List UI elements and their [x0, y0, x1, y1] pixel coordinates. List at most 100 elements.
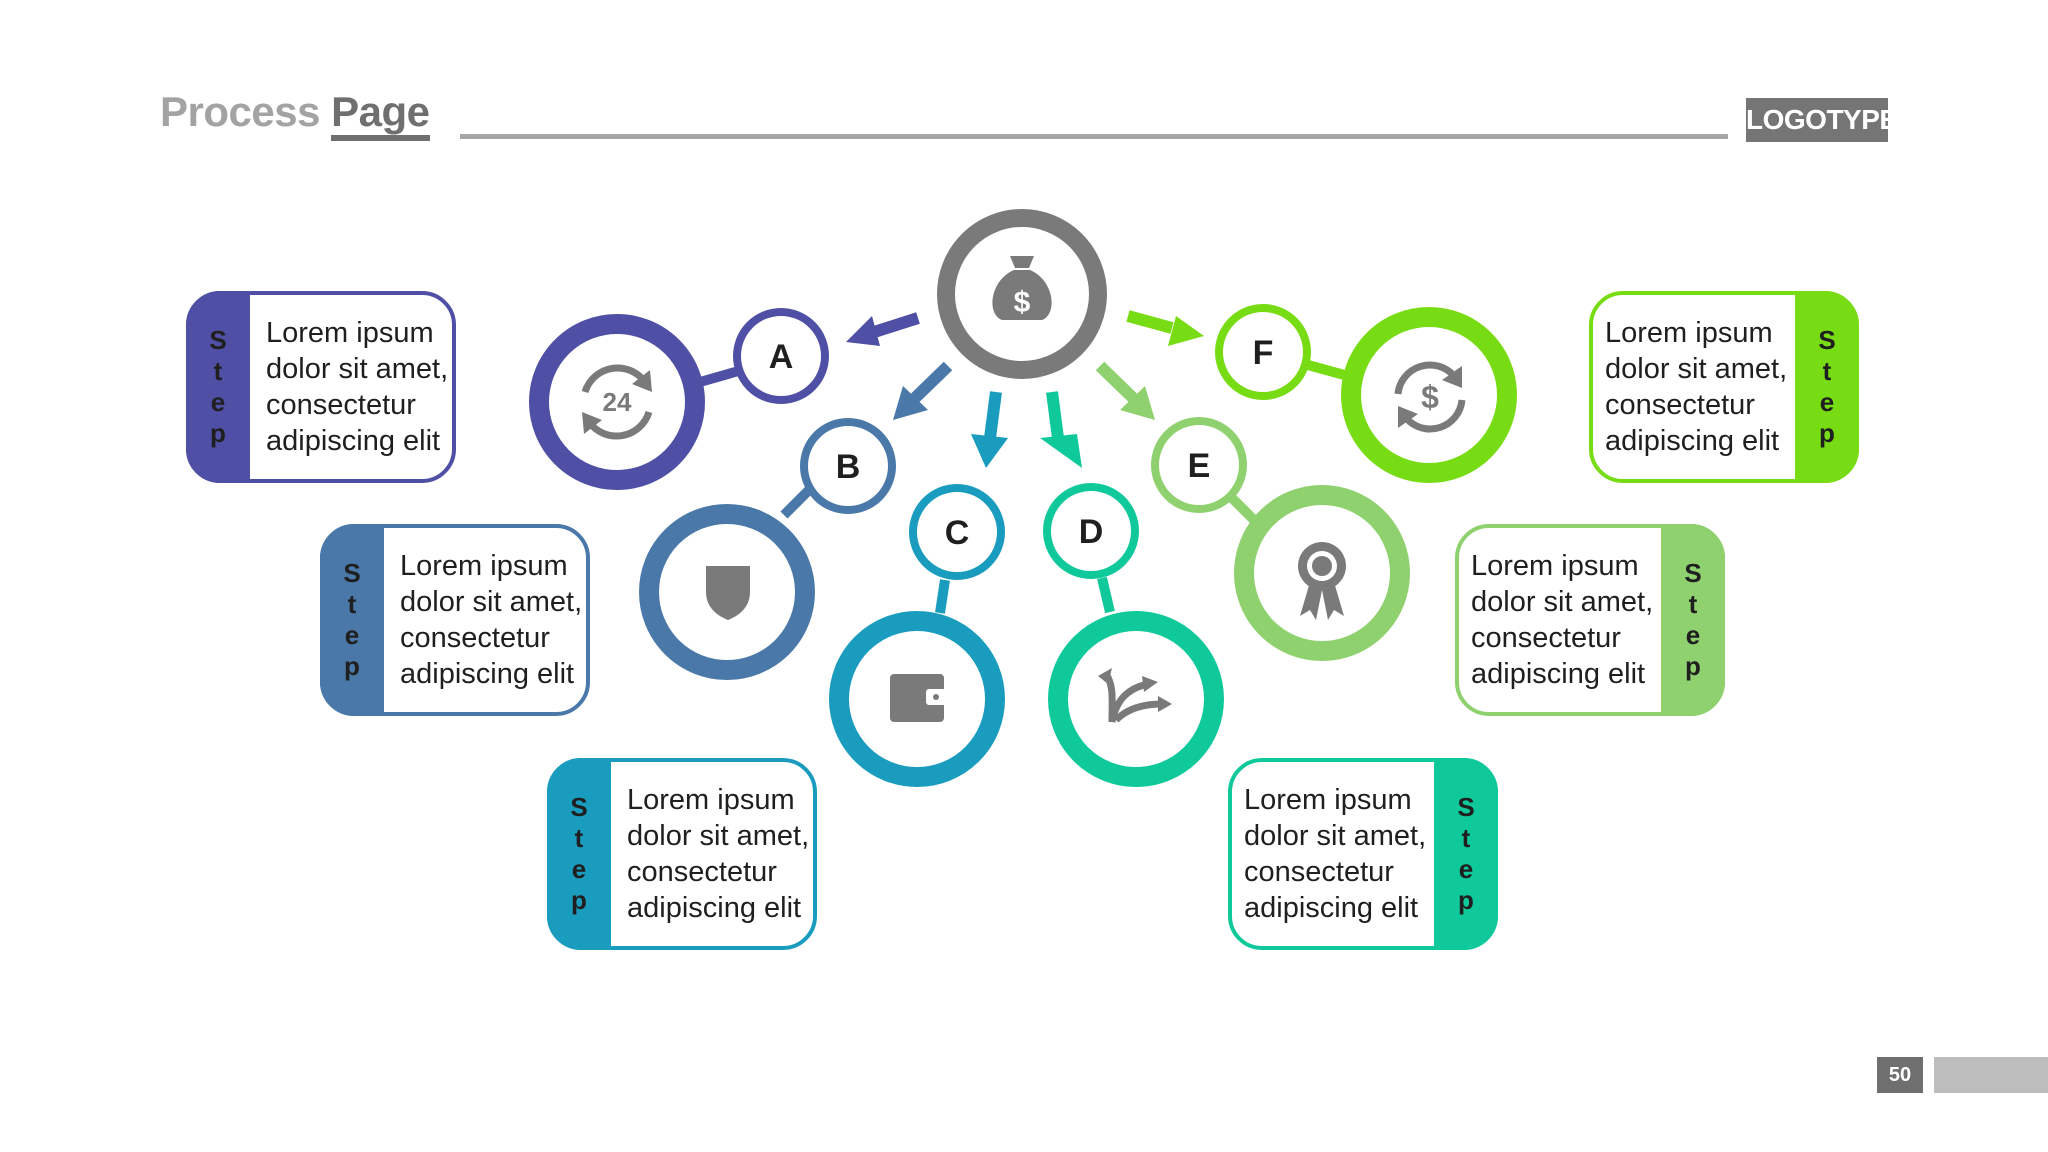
description-line: adipiscing elit — [627, 892, 802, 924]
arrow-to-c — [984, 391, 1002, 439]
description-line: Lorem ipsum — [1244, 784, 1412, 816]
description-line: consectetur — [400, 622, 550, 654]
arrow-to-e — [1095, 361, 1138, 403]
description-line: consectetur — [266, 389, 416, 421]
page-title-word1: Process — [160, 88, 320, 135]
step-c-letter: C — [945, 514, 970, 552]
step-tab-letter: S — [209, 325, 227, 355]
arrow-to-b — [910, 361, 953, 403]
award-badge-icon — [1298, 542, 1346, 620]
step-tab-letter: t — [213, 356, 223, 386]
arrow-to-f — [1126, 310, 1174, 334]
step-tab-letter: e — [1458, 854, 1474, 884]
step-tab-letter: p — [210, 418, 226, 448]
step-tab-letter: e — [210, 387, 226, 417]
step-f-letter: F — [1253, 334, 1274, 372]
step-box-a: S t e p Lorem ipsum dolor sit amet, cons… — [186, 291, 456, 483]
step-e: E — [1151, 417, 1410, 661]
description-line: dolor sit amet, — [627, 820, 810, 852]
step-tab-letter: t — [574, 823, 584, 853]
description-line: dolor sit amet, — [1244, 820, 1427, 852]
description-line: Lorem ipsum — [400, 550, 568, 582]
description-line: Lorem ipsum — [627, 784, 795, 816]
description-line: consectetur — [1471, 622, 1621, 654]
step-tab: S t e p — [186, 291, 250, 483]
step-b: B — [639, 418, 896, 680]
arrow-to-a — [866, 312, 920, 340]
24-hours-icon: 24 — [581, 364, 653, 440]
step-tab-letter: e — [571, 854, 587, 884]
step-tab: S t e p — [1434, 758, 1498, 950]
page-bar — [1934, 1057, 2048, 1093]
24-hours-text: 24 — [603, 387, 632, 417]
step-c: C — [829, 484, 1005, 787]
description-line: Lorem ipsum — [1471, 550, 1639, 582]
step-tab-letter: p — [1458, 885, 1474, 915]
description-line: adipiscing elit — [400, 658, 575, 690]
step-tab: S t e p — [320, 524, 384, 716]
dollar-refresh-icon: $ — [1394, 361, 1466, 433]
description-line: dolor sit amet, — [400, 586, 583, 618]
description-line: dolor sit amet, — [266, 353, 449, 385]
center-node: $ — [937, 209, 1107, 379]
step-tab-letter: t — [347, 589, 357, 619]
arrow-head-c — [971, 434, 1008, 468]
step-description: Lorem ipsum dolor sit amet, consectetur … — [400, 548, 582, 692]
step-tab-letter: e — [344, 620, 360, 650]
description-line: consectetur — [627, 856, 777, 888]
description-line: adipiscing elit — [1605, 425, 1780, 457]
step-d: D — [1043, 483, 1224, 787]
description-line: adipiscing elit — [266, 425, 441, 457]
step-tab-letter: t — [1688, 589, 1698, 619]
step-box-f: S t e p Lorem ipsum dolor sit amet, cons… — [1589, 291, 1859, 483]
description-line: consectetur — [1244, 856, 1394, 888]
money-bag-symbol: $ — [1014, 286, 1031, 319]
step-description: Lorem ipsum dolor sit amet, consectetur … — [627, 782, 809, 926]
step-tab-letter: p — [1819, 418, 1835, 448]
page-number: 50 — [1877, 1057, 1923, 1093]
description-line: Lorem ipsum — [266, 317, 434, 349]
step-tab: S t e p — [547, 758, 611, 950]
connector-arrows — [846, 310, 1204, 468]
step-b-letter: B — [836, 448, 861, 486]
step-tab: S t e p — [1661, 524, 1725, 716]
step-tab-letter: S — [1684, 558, 1702, 588]
wallet-icon — [890, 674, 946, 722]
step-box-e: S t e p Lorem ipsum dolor sit amet, cons… — [1455, 524, 1725, 716]
arrow-head-e — [1120, 386, 1155, 420]
split-arrows-icon — [1098, 668, 1172, 723]
description-line: dolor sit amet, — [1605, 353, 1788, 385]
step-tab-letter: t — [1822, 356, 1832, 386]
step-tab-letter: S — [343, 558, 361, 588]
step-tab-letter: e — [1685, 620, 1701, 650]
arrow-to-d — [1046, 391, 1064, 439]
step-tab-letter: p — [344, 651, 360, 681]
step-a: A 24 — [529, 308, 829, 490]
step-box-d: S t e p Lorem ipsum dolor sit amet, cons… — [1228, 758, 1498, 950]
shield-icon — [706, 566, 750, 620]
step-f: F $ — [1215, 304, 1517, 483]
arrow-head-d — [1040, 434, 1082, 468]
step-description: Lorem ipsum dolor sit amet, consectetur … — [1471, 548, 1653, 692]
description-line: Lorem ipsum — [1605, 317, 1773, 349]
description-line: consectetur — [1605, 389, 1755, 421]
money-bag-icon: $ — [992, 256, 1052, 320]
logo: LOGOTYPE — [1746, 98, 1898, 142]
step-e-letter: E — [1188, 447, 1211, 485]
description-line: adipiscing elit — [1244, 892, 1419, 924]
description-line: adipiscing elit — [1471, 658, 1646, 690]
step-description: Lorem ipsum dolor sit amet, consectetur … — [266, 315, 448, 459]
step-box-c: S t e p Lorem ipsum dolor sit amet, cons… — [547, 758, 817, 950]
step-tab-letter: p — [1685, 651, 1701, 681]
step-tab-letter: S — [570, 792, 588, 822]
step-d-letter: D — [1079, 513, 1104, 551]
page-title: Process Page — [160, 88, 430, 141]
description-line: dolor sit amet, — [1471, 586, 1654, 618]
arrow-head-f — [1168, 316, 1204, 346]
dollar-symbol: $ — [1421, 379, 1439, 415]
page-title-word2: Page — [331, 88, 430, 141]
step-tab: S t e p — [1795, 291, 1859, 483]
step-description: Lorem ipsum dolor sit amet, consectetur … — [1244, 782, 1426, 926]
step-tab-letter: e — [1819, 387, 1835, 417]
